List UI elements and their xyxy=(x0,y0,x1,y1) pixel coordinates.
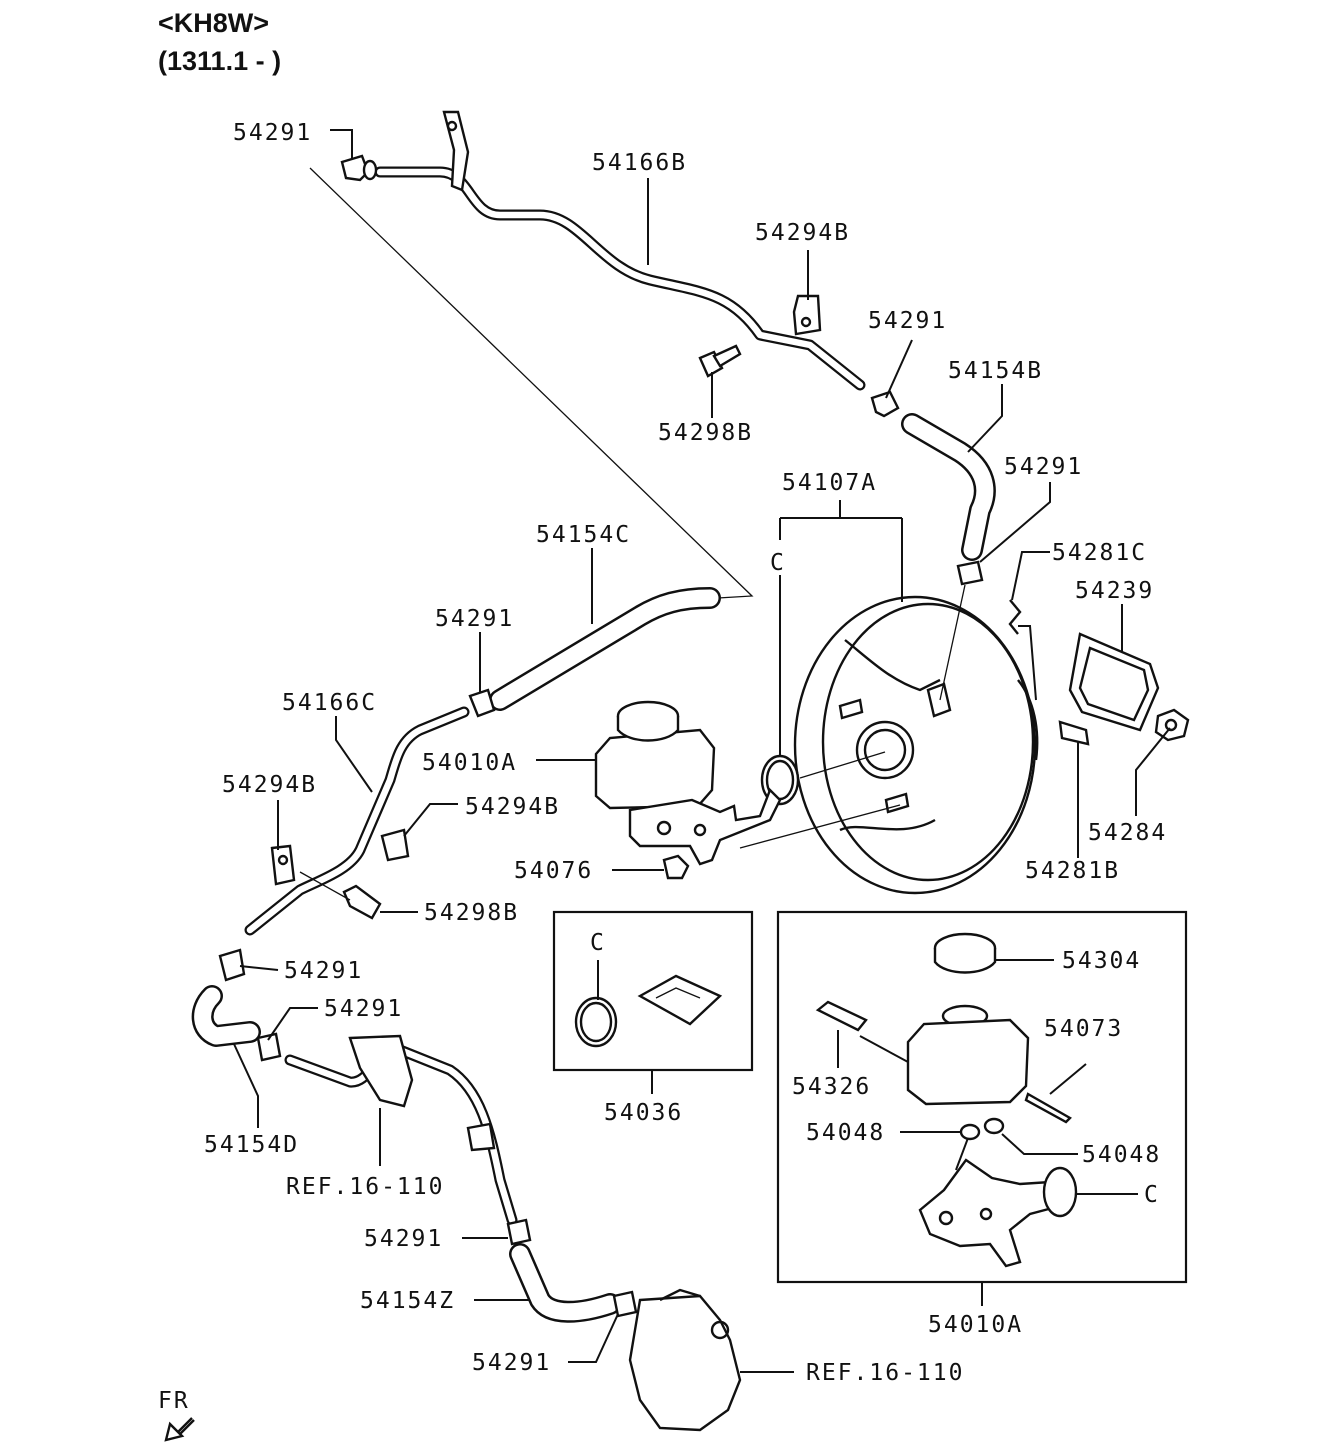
label-54291-ref: 54291 xyxy=(364,1226,443,1252)
label-54281C: 54281C xyxy=(1052,540,1147,566)
label-ref-upper: REF.16-110 xyxy=(286,1174,444,1200)
label-54154D: 54154D xyxy=(204,1132,299,1158)
route-reference-line xyxy=(309,167,754,599)
label-54291-upper-right: 54291 xyxy=(868,308,947,334)
label-54298B-upper: 54298B xyxy=(658,420,753,446)
bracket-54294B-upper xyxy=(792,294,822,336)
label-54291-top: 54291 xyxy=(233,120,312,146)
grommet-54048-b xyxy=(983,1117,1005,1135)
label-54304: 54304 xyxy=(1062,948,1141,974)
hose-clamp-54291-lower-left xyxy=(218,948,246,982)
label-54291-bottom: 54291 xyxy=(472,1350,551,1376)
date-range: (1311.1 - ) xyxy=(158,46,281,76)
label-54239: 54239 xyxy=(1075,578,1154,604)
label-54281B: 54281B xyxy=(1025,858,1120,884)
hose-clamp-54291-top xyxy=(340,154,378,182)
label-54291-54154D: 54291 xyxy=(324,996,403,1022)
brake-booster-54107A xyxy=(739,584,1039,895)
label-54107A: 54107A xyxy=(782,470,877,496)
front-direction-label: FR xyxy=(158,1388,190,1414)
nut-54076 xyxy=(662,854,690,880)
nut-54284 xyxy=(1154,708,1190,742)
label-54073: 54073 xyxy=(1044,1016,1123,1042)
label-C-booster: C xyxy=(770,550,786,576)
label-C-kit: C xyxy=(590,930,606,956)
label-C-detail: C xyxy=(1144,1182,1160,1208)
bracket-54294B-left xyxy=(270,844,296,886)
label-54298B-lower: 54298B xyxy=(424,900,519,926)
label-54284: 54284 xyxy=(1088,820,1167,846)
master-cylinder-54010A xyxy=(594,700,782,866)
grease-packet xyxy=(637,974,723,1026)
label-ref-lower: REF.16-110 xyxy=(806,1360,964,1386)
label-54291-mid: 54291 xyxy=(435,606,514,632)
label-54036: 54036 xyxy=(604,1100,683,1126)
hose-clamp-54291-ref xyxy=(506,1218,532,1246)
label-54010A-main: 54010A xyxy=(422,750,517,776)
label-54076: 54076 xyxy=(514,858,593,884)
sensor-54326 xyxy=(815,1000,868,1032)
label-54166C: 54166C xyxy=(282,690,377,716)
bracket-54294B-mid xyxy=(380,828,410,862)
bolt-guide-line xyxy=(299,871,351,901)
label-54291-booster: 54291 xyxy=(1004,454,1083,480)
label-54166B: 54166B xyxy=(592,150,687,176)
label-54048-b: 54048 xyxy=(1082,1142,1161,1168)
bolt-54298B-upper xyxy=(698,344,742,378)
gasket-54239 xyxy=(1068,632,1160,732)
label-54010A-detail: 54010A xyxy=(928,1312,1023,1338)
hose-54154C xyxy=(489,587,721,711)
grommet-54048-a xyxy=(959,1123,981,1141)
hose-54154B xyxy=(901,413,996,561)
leader-lines xyxy=(233,129,1171,1373)
label-54154B: 54154B xyxy=(948,358,1043,384)
bolt-54298B-lower xyxy=(342,884,382,920)
vacuum-pipe-54166B xyxy=(374,110,866,391)
clip-54281C xyxy=(1008,599,1022,635)
front-arrow-icon xyxy=(164,1417,195,1442)
model-code: <KH8W> xyxy=(158,8,269,38)
label-54294B-upper: 54294B xyxy=(755,220,850,246)
hose-54154D xyxy=(191,985,261,1047)
hose-clamp-54291-upper-right xyxy=(870,390,900,418)
o-ring-C-kit xyxy=(574,996,618,1048)
hose-clamp-54291-booster xyxy=(956,560,984,586)
label-54154Z: 54154Z xyxy=(360,1288,455,1314)
hose-clamp-54291-bottom xyxy=(612,1290,638,1318)
pin-54281B xyxy=(1058,720,1090,746)
ref-pipe-16-110 xyxy=(284,1034,518,1226)
cylinder-body-detail xyxy=(918,1158,1062,1268)
label-54291-lower-left: 54291 xyxy=(284,958,363,984)
vacuum-pipe-54166C xyxy=(244,706,470,936)
pin-54073 xyxy=(1024,1092,1072,1124)
ref-component-16-110 xyxy=(628,1288,742,1432)
label-54048-a: 54048 xyxy=(806,1120,885,1146)
label-54154C: 54154C xyxy=(536,522,631,548)
hose-clamp-54291-mid xyxy=(468,688,496,718)
reservoir-tank xyxy=(906,1018,1030,1106)
o-ring-C-detail xyxy=(1042,1166,1078,1218)
hose-54154Z xyxy=(509,1243,621,1323)
reservoir-cap-54304 xyxy=(933,932,997,974)
label-54294B-mid: 54294B xyxy=(465,794,560,820)
label-54294B-left: 54294B xyxy=(222,772,317,798)
label-54326: 54326 xyxy=(792,1074,871,1100)
